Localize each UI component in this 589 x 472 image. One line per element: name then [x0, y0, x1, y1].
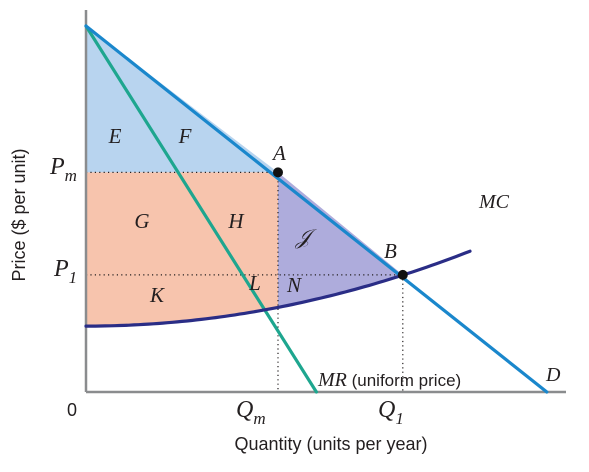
curve-label-mc: MC: [478, 191, 510, 213]
axes: [84, 10, 566, 394]
shaded-regions: [86, 26, 403, 327]
region-label-e: E: [108, 124, 122, 148]
y-axis-label: Price ($ per unit): [9, 148, 29, 281]
mr-curve: [84, 24, 318, 394]
region-label-n: N: [286, 273, 302, 297]
region-label-g: G: [134, 209, 149, 233]
equilibrium-points: [273, 167, 408, 280]
curve-label-d: D: [545, 364, 561, 386]
origin-label: 0: [67, 400, 77, 420]
region-label-h: H: [227, 209, 245, 233]
curve-label-mr: MR (uniform price): [317, 369, 461, 391]
point-label-b: B: [384, 239, 397, 263]
region-label-f: F: [178, 124, 192, 148]
tick-label-q1: Q1: [378, 397, 404, 428]
region-label-l: L: [248, 271, 261, 295]
region-deadweight-loss: [278, 172, 403, 308]
x-axis-label: Quantity (units per year): [234, 434, 427, 454]
tick-label-p1: P1: [53, 256, 77, 287]
point-a: [273, 167, 283, 178]
labels: Quantity (units per year) Price ($ per un…: [9, 124, 561, 454]
region-label-k: K: [149, 283, 165, 307]
tick-label-pm: Pm: [49, 154, 77, 185]
demand-curve: [84, 24, 549, 394]
point-b: [397, 269, 408, 280]
dotted-guides: [86, 171, 404, 392]
region-producer-surplus: [86, 172, 278, 327]
tick-label-qm: Qm: [236, 397, 266, 428]
point-label-a: A: [271, 141, 286, 165]
